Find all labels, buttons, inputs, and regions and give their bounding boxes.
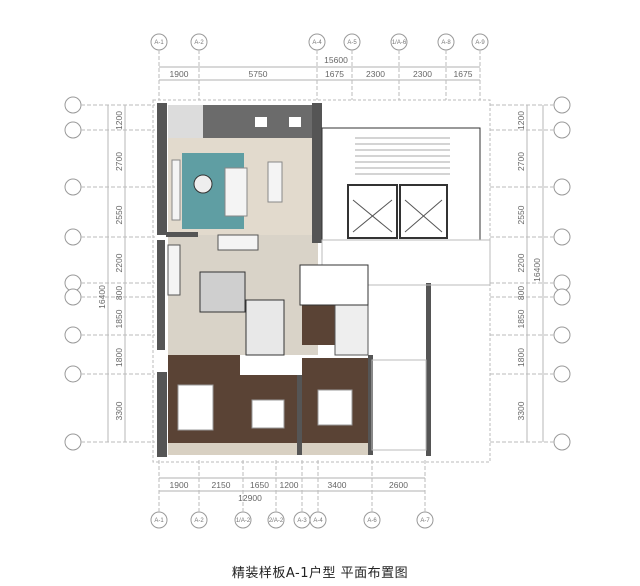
left-axis-bubble [64, 365, 82, 383]
wardrobe [167, 244, 181, 296]
left-segment-dimension: 2550 [114, 205, 124, 224]
bottom-axis-bubble-label: A-6 [367, 518, 377, 524]
left-axis-bubble [64, 288, 82, 306]
right-segment-dimension: 1200 [516, 111, 526, 130]
top-axis-bubble-label: 1/A-6 [392, 40, 407, 46]
top-total-dimension: 15600 [324, 55, 348, 65]
balcony-chair [255, 117, 267, 127]
left-axis-bubble [64, 433, 82, 451]
bottom-segment-dimension: 1650 [250, 480, 269, 490]
left-axis-bubble [64, 178, 82, 196]
bottom-axis-bubble-label: 2/A-2 [269, 518, 284, 524]
top-segment-dimension: 5750 [249, 69, 268, 79]
top-segment-dimension: 2300 [413, 69, 432, 79]
left-axis-bubble [64, 326, 82, 344]
elevator-1 [347, 184, 398, 239]
dimension-lines [107, 66, 544, 492]
window-strip [168, 443, 368, 455]
left-segment-dimension: 2200 [114, 253, 124, 272]
walls [157, 103, 431, 457]
tv-cabinet [171, 159, 181, 221]
left-segment-dimension: 1850 [114, 309, 124, 328]
right-axis-bubble [553, 433, 571, 451]
right-segment-dimension: 1850 [516, 309, 526, 328]
bottom-total-dimension: 12900 [238, 493, 262, 503]
right-axis-bubble [553, 96, 571, 114]
bottom-axis-bubble-label: A-2 [194, 518, 204, 524]
stair-treads [355, 137, 450, 175]
right-axis-bubble [553, 228, 571, 246]
top-segment-dimension: 1675 [454, 69, 473, 79]
bottom-segment-dimension: 1200 [280, 480, 299, 490]
left-segment-dimension: 1200 [114, 111, 124, 130]
top-axis-bubble-label: A-2 [194, 40, 204, 46]
bottom-axis-bubble-label: A-1 [154, 518, 164, 524]
bottom-axis-bubble-label: 1/A-2 [236, 518, 251, 524]
top-axis-bubble-label: A-5 [347, 40, 357, 46]
bottom-segment-dimension: 2600 [389, 480, 408, 490]
right-axis-bubble [553, 288, 571, 306]
right-total-dimension: 16400 [532, 258, 542, 282]
right-axis-bubble [553, 178, 571, 196]
bottom-segment-dimension: 2150 [212, 480, 231, 490]
right-axis-bubble [553, 365, 571, 383]
coffee-table [193, 174, 213, 194]
bottom-axis-bubble-label: A-3 [297, 518, 307, 524]
left-segment-dimension: 3300 [114, 401, 124, 420]
left-segment-dimension: 800 [114, 286, 124, 300]
left-axis-bubble [64, 96, 82, 114]
left-segment-dimension: 2700 [114, 152, 124, 171]
walk-in-closet [302, 305, 335, 345]
third-bed [317, 389, 353, 426]
dining-table [267, 161, 283, 203]
left-segment-dimension: 1800 [114, 348, 124, 367]
left-axis-bubble [64, 228, 82, 246]
bottom-axis-bubble-label: A-7 [420, 518, 430, 524]
right-segment-dimension: 1800 [516, 348, 526, 367]
right-segment-dimension: 2700 [516, 152, 526, 171]
top-segment-dimension: 1675 [325, 69, 344, 79]
balcony-chair [289, 117, 301, 127]
left-axis-bubble [64, 121, 82, 139]
right-axis-bubble [553, 326, 571, 344]
right-segment-dimension: 2200 [516, 253, 526, 272]
top-axis-bubble-label: A-4 [312, 40, 322, 46]
bottom-segment-dimension: 3400 [328, 480, 347, 490]
bathroom-2 [245, 299, 285, 356]
right-axis-bubble [553, 121, 571, 139]
master-bed [177, 384, 214, 431]
elevator-lobby [321, 239, 491, 286]
top-segment-dimension: 1900 [170, 69, 189, 79]
top-axis-bubble-label: A-8 [441, 40, 451, 46]
top-axis-bubble-label: A-9 [475, 40, 485, 46]
top-segment-dimension: 2300 [366, 69, 385, 79]
bottom-segment-dimension: 1900 [170, 480, 189, 490]
left-total-dimension: 16400 [97, 285, 107, 309]
dimension-labels: 15600 1900 5750 1675 2300 2300 1675 1900 2150 165… [97, 55, 542, 503]
elevator-2 [399, 184, 448, 239]
bottom-axis-bubble-label: A-4 [313, 518, 323, 524]
kitchen-counter [217, 234, 259, 251]
balcony-planter [168, 105, 203, 138]
service-shaft [299, 264, 369, 306]
right-segment-dimension: 2550 [516, 205, 526, 224]
right-segment-dimension: 800 [516, 286, 526, 300]
ensuite-bath [334, 304, 369, 356]
top-axis-bubble-label: A-1 [154, 40, 164, 46]
bathroom [199, 271, 246, 313]
corridor [371, 359, 427, 451]
drawing-title: 精装样板A-1户型 平面布置图 [231, 566, 409, 581]
sofa [224, 167, 248, 217]
second-bed [251, 399, 285, 429]
right-segment-dimension: 3300 [516, 401, 526, 420]
